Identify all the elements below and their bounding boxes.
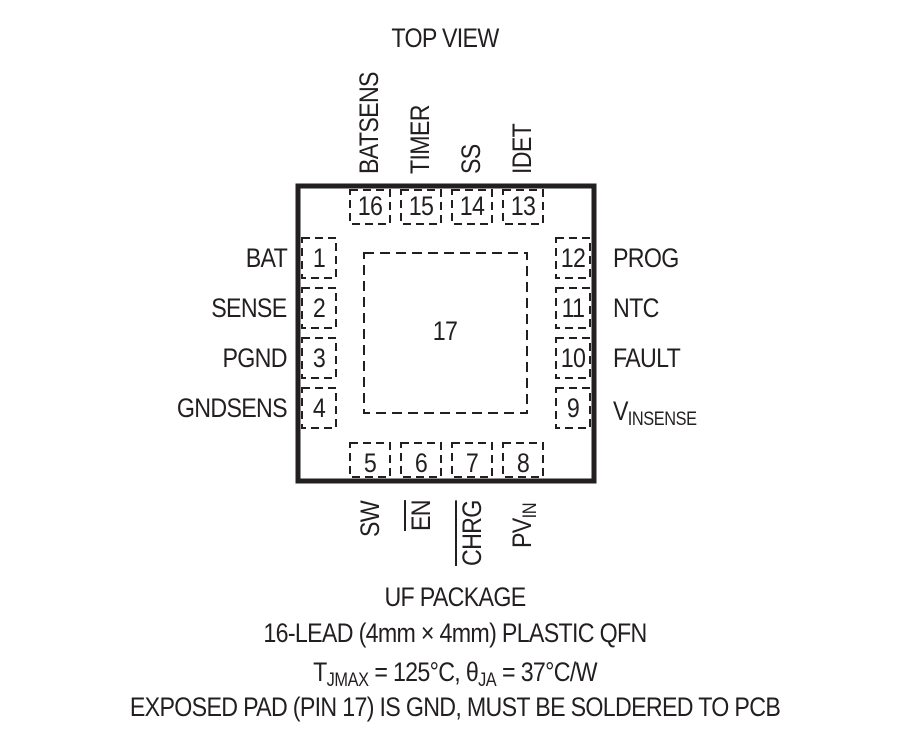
pad-3 xyxy=(301,337,337,379)
pad-2 xyxy=(301,287,337,329)
bottom-pin-num-7: 7 xyxy=(465,448,479,478)
left-pin-name-2: SENSE xyxy=(211,293,288,323)
bottom-pin-name-6: EN xyxy=(406,500,436,531)
package-body xyxy=(295,183,597,484)
bottom-pin-name-8: PVIN xyxy=(507,502,541,548)
top-pin-name-14: SS xyxy=(456,144,486,174)
top-pin-num-14: 14 xyxy=(459,191,485,221)
left-pin-name-1: BAT xyxy=(245,243,288,273)
left-pin-name-3: PGND xyxy=(222,343,288,373)
right-pin-num-11: 11 xyxy=(561,293,585,323)
package-line-1: UF PACKAGE xyxy=(384,582,526,612)
pad-4 xyxy=(301,387,337,429)
right-pin-name-12: PROG xyxy=(613,243,679,273)
theta-value: = 37°C/W xyxy=(496,657,597,687)
thermal-line: TJMAX = 125°C, θJA = 37°C/W xyxy=(197,657,713,691)
right-pin-name-9: VINSENSE xyxy=(613,396,697,430)
pad-1 xyxy=(301,237,337,279)
right-pin-num-12: 12 xyxy=(560,243,586,273)
bottom-pin-name-5: SW xyxy=(355,500,385,537)
pad-13 xyxy=(502,189,544,225)
right-pin-num-10: 10 xyxy=(560,343,586,373)
pad-12 xyxy=(555,237,591,279)
tjmax-sub: JMAX xyxy=(326,670,369,691)
theta-sub: JA xyxy=(478,670,497,691)
view-label: TOP VIEW xyxy=(391,23,499,53)
bottom-pin-name-8-main: PV xyxy=(507,518,537,548)
left-pin-num-4: 4 xyxy=(312,393,326,423)
package-line-2: 16-LEAD (4mm × 4mm) PLASTIC QFN xyxy=(263,618,647,648)
right-pin-name-10: FAULT xyxy=(613,343,681,373)
right-pin-name-11: NTC xyxy=(613,293,659,323)
top-pin-name-16: BATSENS xyxy=(354,72,384,174)
pad-10 xyxy=(555,337,591,379)
left-pads xyxy=(301,237,337,429)
bottom-pin-num-6: 6 xyxy=(414,448,428,478)
pad-6 xyxy=(400,442,442,478)
top-pin-name-15: TIMER xyxy=(405,105,435,174)
top-pin-num-16: 16 xyxy=(357,191,383,221)
left-pin-num-2: 2 xyxy=(312,293,326,323)
exposed-pad xyxy=(363,252,528,414)
pad-15 xyxy=(400,189,442,225)
right-pin-name-9-sub: INSENSE xyxy=(627,409,697,430)
right-pin-name-9-main: V xyxy=(613,396,629,426)
bottom-pin-num-5: 5 xyxy=(363,448,377,478)
pad-16 xyxy=(349,189,391,225)
exposed-pad-note: EXPOSED PAD (PIN 17) IS GND, MUST BE SOL… xyxy=(129,692,781,722)
tjmax-value: = 125°C, xyxy=(368,657,466,687)
right-pin-num-9: 9 xyxy=(566,393,580,423)
bottom-pin-name-8-sub: IN xyxy=(520,502,541,519)
exposed-pad-num: 17 xyxy=(432,316,458,346)
bottom-pin-num-8: 8 xyxy=(516,448,530,478)
theta-symbol: θ xyxy=(465,657,479,687)
bottom-pads xyxy=(349,442,544,478)
left-pin-name-4: GNDSENS xyxy=(176,393,288,423)
top-pin-num-15: 15 xyxy=(408,191,434,221)
bottom-pin-name-7: CHRG xyxy=(457,500,487,566)
pad-8 xyxy=(502,442,544,478)
top-pads xyxy=(349,189,544,225)
pad-9 xyxy=(555,387,591,429)
left-pin-num-3: 3 xyxy=(312,343,326,373)
pad-7 xyxy=(451,442,493,478)
left-pin-num-1: 1 xyxy=(312,243,326,273)
tjmax-symbol: T xyxy=(313,657,327,687)
top-pin-name-13: IDET xyxy=(507,123,537,174)
right-pads xyxy=(555,237,591,429)
pad-14 xyxy=(451,189,493,225)
pad-5 xyxy=(349,442,391,478)
pad-11 xyxy=(555,287,591,329)
top-pin-num-13: 13 xyxy=(510,191,536,221)
